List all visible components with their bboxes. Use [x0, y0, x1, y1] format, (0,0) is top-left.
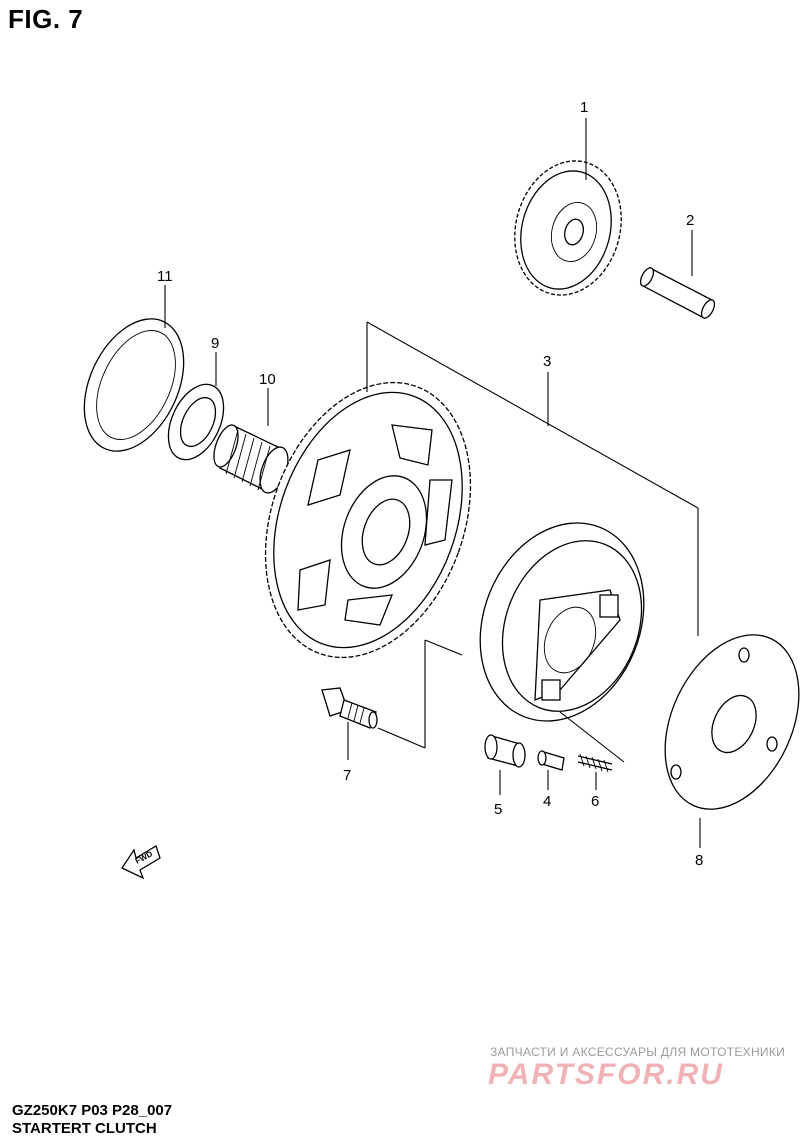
figure-title: FIG. 7: [8, 4, 84, 34]
callout-1: 1: [580, 99, 588, 116]
part-11-ring: [83, 318, 185, 452]
callout-4: 4: [543, 793, 551, 810]
callout-11: 11: [157, 268, 173, 285]
part-4-plunger: [537, 750, 565, 771]
part-9-washer: [167, 383, 225, 461]
part-3-clutch-housing: [479, 522, 645, 722]
part-7-bolt: [321, 687, 378, 729]
part-5-roller: [484, 734, 526, 768]
callout-5: 5: [494, 801, 502, 818]
part-6-spring: [577, 753, 613, 773]
callout-9: 9: [211, 335, 219, 352]
part-8-plate: [664, 634, 800, 810]
part-2-shaft: [639, 267, 716, 319]
footer-code: GZ250K7 P03 P28_007: [12, 1102, 173, 1119]
callout-2: 2: [686, 212, 694, 229]
callout-3: 3: [543, 353, 551, 370]
callout-8: 8: [695, 852, 703, 869]
part-3-starter-gear: [264, 381, 472, 659]
watermark-brand: PARTSFOR.RU: [488, 1058, 724, 1091]
part-1-gear: [514, 160, 622, 296]
fwd-arrow-icon: FWD: [121, 845, 161, 880]
part-3-bracket: [366, 321, 699, 636]
callout-7: 7: [343, 767, 351, 784]
leader-7: [347, 639, 463, 760]
leader-6: [559, 711, 625, 790]
footer-name: STARTERT CLUTCH: [12, 1120, 157, 1137]
callout-6: 6: [591, 793, 599, 810]
watermark-tagline: ЗАПЧАСТИ И АКСЕССУАРЫ ДЛЯ МОТОТЕХНИКИ: [490, 1045, 786, 1059]
callout-10: 10: [259, 371, 276, 388]
